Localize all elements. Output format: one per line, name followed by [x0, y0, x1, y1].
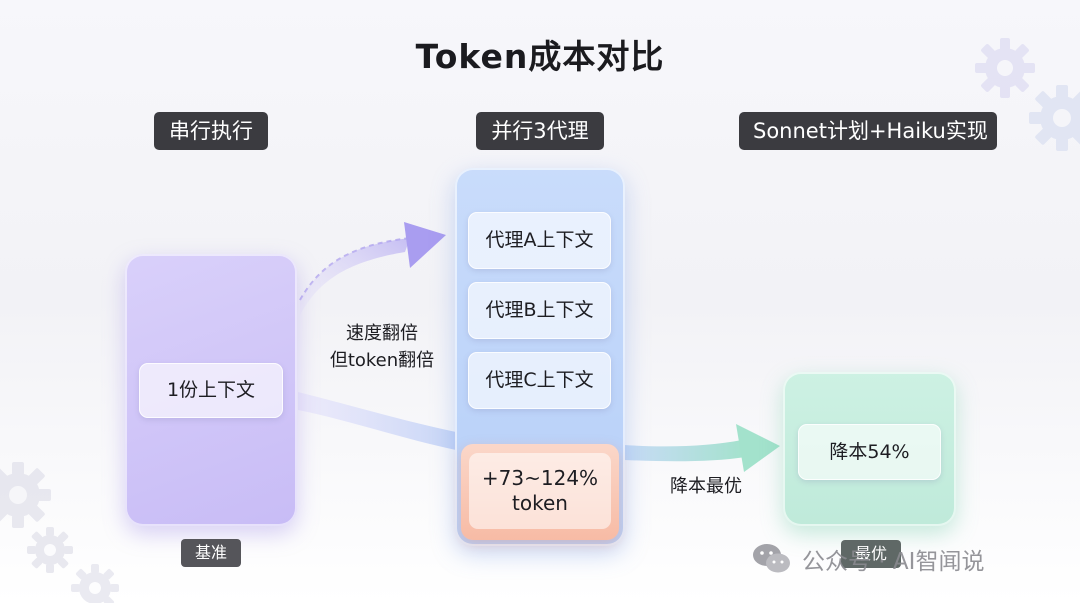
gear-icon	[27, 527, 73, 573]
token-cost-text: +73~124% token	[469, 453, 611, 529]
page-title: Token成本对比	[415, 37, 665, 76]
gear-icon	[975, 38, 1035, 98]
column-label-optimal: Sonnet计划+Haiku实现	[739, 112, 997, 150]
wechat-icon	[753, 544, 790, 573]
column-label-serial: 串行执行	[154, 112, 268, 150]
token-cost-line1: +73~124%	[481, 466, 599, 490]
watermark: 公众号 · AI智闻说	[752, 540, 984, 578]
agent-b-context-pill: 代理B上下文	[468, 282, 611, 339]
speed-arrow	[299, 222, 446, 315]
watermark-text: 公众号 · AI智闻说	[802, 549, 985, 575]
saving-arrow	[624, 424, 780, 472]
token-cost-line2: token	[512, 491, 568, 515]
token-arrow	[298, 392, 456, 450]
column-label-parallel: 并行3代理	[476, 112, 604, 150]
speed-annotation-line2: 但token翻倍	[329, 350, 435, 371]
speed-annotation: 速度翻倍 但token翻倍	[318, 320, 446, 374]
best-tag: 最优	[841, 540, 901, 568]
single-context-pill: 1份上下文	[139, 363, 283, 418]
gear-icon	[0, 462, 51, 528]
speed-annotation-line1: 速度翻倍	[346, 323, 418, 344]
saving-pill: 降本54%	[798, 424, 941, 480]
gear-icon	[71, 564, 119, 603]
gear-icon	[1029, 85, 1080, 151]
token-cost-box: +73~124% token	[461, 444, 619, 540]
agent-c-context-pill: 代理C上下文	[468, 352, 611, 409]
baseline-tag: 基准	[181, 539, 241, 567]
best-saving-annotation: 降本最优	[670, 476, 742, 497]
agent-a-context-pill: 代理A上下文	[468, 212, 611, 269]
